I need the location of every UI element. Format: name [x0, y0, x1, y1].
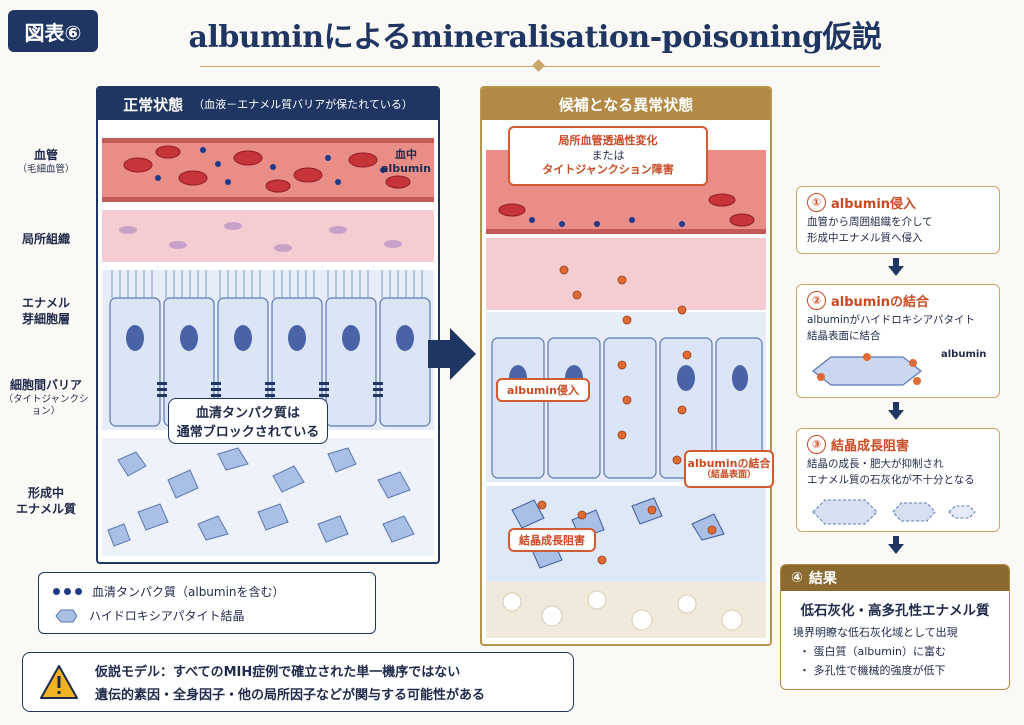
abnormal-state-header: 候補となる異常状態 [482, 88, 770, 120]
legend: 血清タンパク質（albuminを含む） ハイドロキシアパタイト結晶 [38, 572, 376, 634]
shrinking-crystals-icon [812, 499, 976, 525]
layer-label-vessel: 血管（毛細血管） [17, 148, 75, 175]
blood-albumin-label: 血中 albumin [381, 148, 431, 176]
hydroxyapatite-crystal-icon [55, 609, 78, 622]
step-1-text: 血管から周囲組織を介して形成中エナメル質へ侵入 [807, 216, 933, 244]
note-line-1: 仮説モデル：すべてのMIH症例で確立された単一機序ではない [95, 665, 461, 680]
warning-icon [40, 665, 78, 699]
albumin-tag: albumin [941, 349, 987, 360]
albumin-invasion-callout: albumin侵入 [496, 378, 590, 402]
step-3-text: 結晶の成長・肥大が抑制されエナメル質の石灰化が不十分となる [807, 458, 975, 486]
transition-arrow-icon [428, 328, 476, 380]
legend-row-protein: 血清タンパク質（albuminを含む） [53, 583, 285, 600]
step-2-text: albuminがハイドロキシアパタイト結晶表面に結合 [807, 314, 976, 342]
figure-badge: 図表⑥ [8, 10, 98, 52]
layer-label-tissue: 局所組織 [21, 232, 70, 246]
title-divider-ornament [532, 59, 545, 72]
result-bullet-1: ・ 蛋白質（albumin）に富む [799, 645, 946, 658]
result-bullet-2: ・ 多孔性で機械的強度が低下 [799, 664, 946, 677]
hypothesis-note: 仮説モデル：すべてのMIH症例で確立された単一機序ではない 遺伝的素因・全身因子… [22, 652, 574, 712]
normal-block-message: 血清タンパク質は 通常ブロックされている [168, 398, 328, 444]
legend-row-crystal: ハイドロキシアパタイト結晶 [53, 607, 245, 624]
normal-state-header: 正常状態（血液－エナメル質バリアが保たれている） [98, 88, 438, 120]
layer-label-ameloblast: エナメル 芽細胞層 [21, 296, 70, 326]
albumin-binding-callout: albuminの結合 （結晶表面） [684, 450, 774, 488]
layer-label-barrier: 細胞間バリア（タイトジャンクション） [3, 378, 89, 417]
step-arrow-1 [888, 258, 904, 276]
layer-label-enamel: 形成中 エナメル質 [15, 486, 76, 516]
page-title: albuminによるmineralisation-poisoning仮説 [188, 20, 882, 55]
protein-dots-icon [53, 588, 82, 595]
normal-state-illustration [102, 138, 434, 556]
step-arrow-2 [888, 402, 904, 420]
note-line-2: 遺伝的素因・全身因子・他の局所因子などが関与する可能性がある [95, 688, 486, 703]
normal-state-panel: 正常状態（血液－エナメル質バリアが保たれている） [96, 86, 440, 564]
bound-crystal-icon [812, 353, 922, 386]
crystal-growth-inhibition-callout: 結晶成長阻害 [508, 528, 596, 552]
result-title: 低石灰化・高多孔性エナメル質 [800, 603, 990, 619]
step-arrow-3 [888, 536, 904, 554]
result-line: 境界明瞭な低石灰化域として出現 [793, 626, 958, 639]
permeability-callout: 局所血管透過性変化 または タイトジャンクション障害 [508, 126, 708, 186]
